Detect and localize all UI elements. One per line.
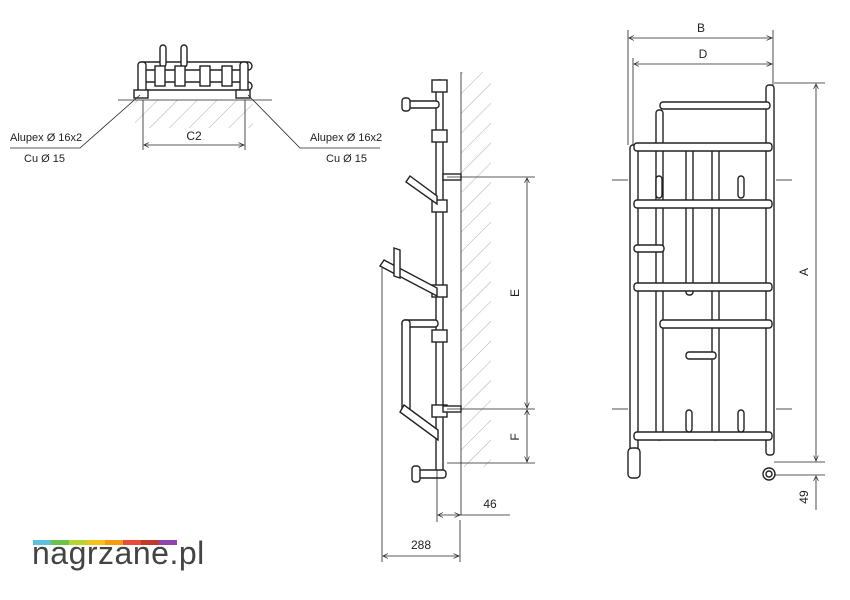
rail-right: [765, 84, 775, 456]
rail-left: [629, 144, 639, 466]
right-note-alupex: Alupex Ø 16x2: [310, 132, 382, 144]
brand-color-segment: [141, 540, 159, 545]
valve-right: [180, 44, 188, 68]
b-label: B: [697, 21, 705, 35]
left-note-alupex: Alupex Ø 16x2: [10, 132, 82, 144]
f-label: F: [508, 433, 522, 440]
a-label: A: [797, 268, 811, 276]
49-label: 49: [797, 490, 811, 504]
foot-left: [627, 447, 641, 479]
hook-lower: [399, 403, 439, 442]
left-leader: [10, 94, 141, 149]
brand-color-segment: [123, 540, 141, 545]
brand-color-segment: [69, 540, 87, 545]
brand-color-segment: [105, 540, 123, 545]
right-note-cu: Cu Ø 15: [326, 153, 367, 165]
hook-middle: [378, 259, 438, 298]
top-bar: [659, 101, 771, 110]
top-view: C2 Alupex Ø 16x2 Cu Ø 15 Alupex Ø 16x2 C…: [10, 44, 382, 165]
brand-color-segment: [51, 540, 69, 545]
hook-upper: [405, 174, 438, 206]
brand-color-bar: [33, 540, 177, 545]
46-label: 46: [483, 497, 497, 511]
valve-left: [159, 44, 167, 68]
side-view: E F 46 288: [378, 72, 535, 562]
d-label: D: [699, 47, 708, 61]
288-label: 288: [411, 538, 431, 552]
c2-label: C2: [186, 129, 202, 143]
right-leader: [247, 94, 380, 149]
brand-color-segment: [159, 540, 177, 545]
brand-logo[interactable]: nagrzane.pl: [32, 535, 205, 571]
front-view: B D A 49: [612, 21, 825, 510]
brand-color-segment: [33, 540, 51, 545]
brand-color-segment: [87, 540, 105, 545]
wall-hatch-side: [461, 72, 491, 467]
e-label: E: [508, 289, 522, 297]
wall-hatch-top: [135, 100, 253, 128]
left-note-cu: Cu Ø 15: [24, 153, 65, 165]
